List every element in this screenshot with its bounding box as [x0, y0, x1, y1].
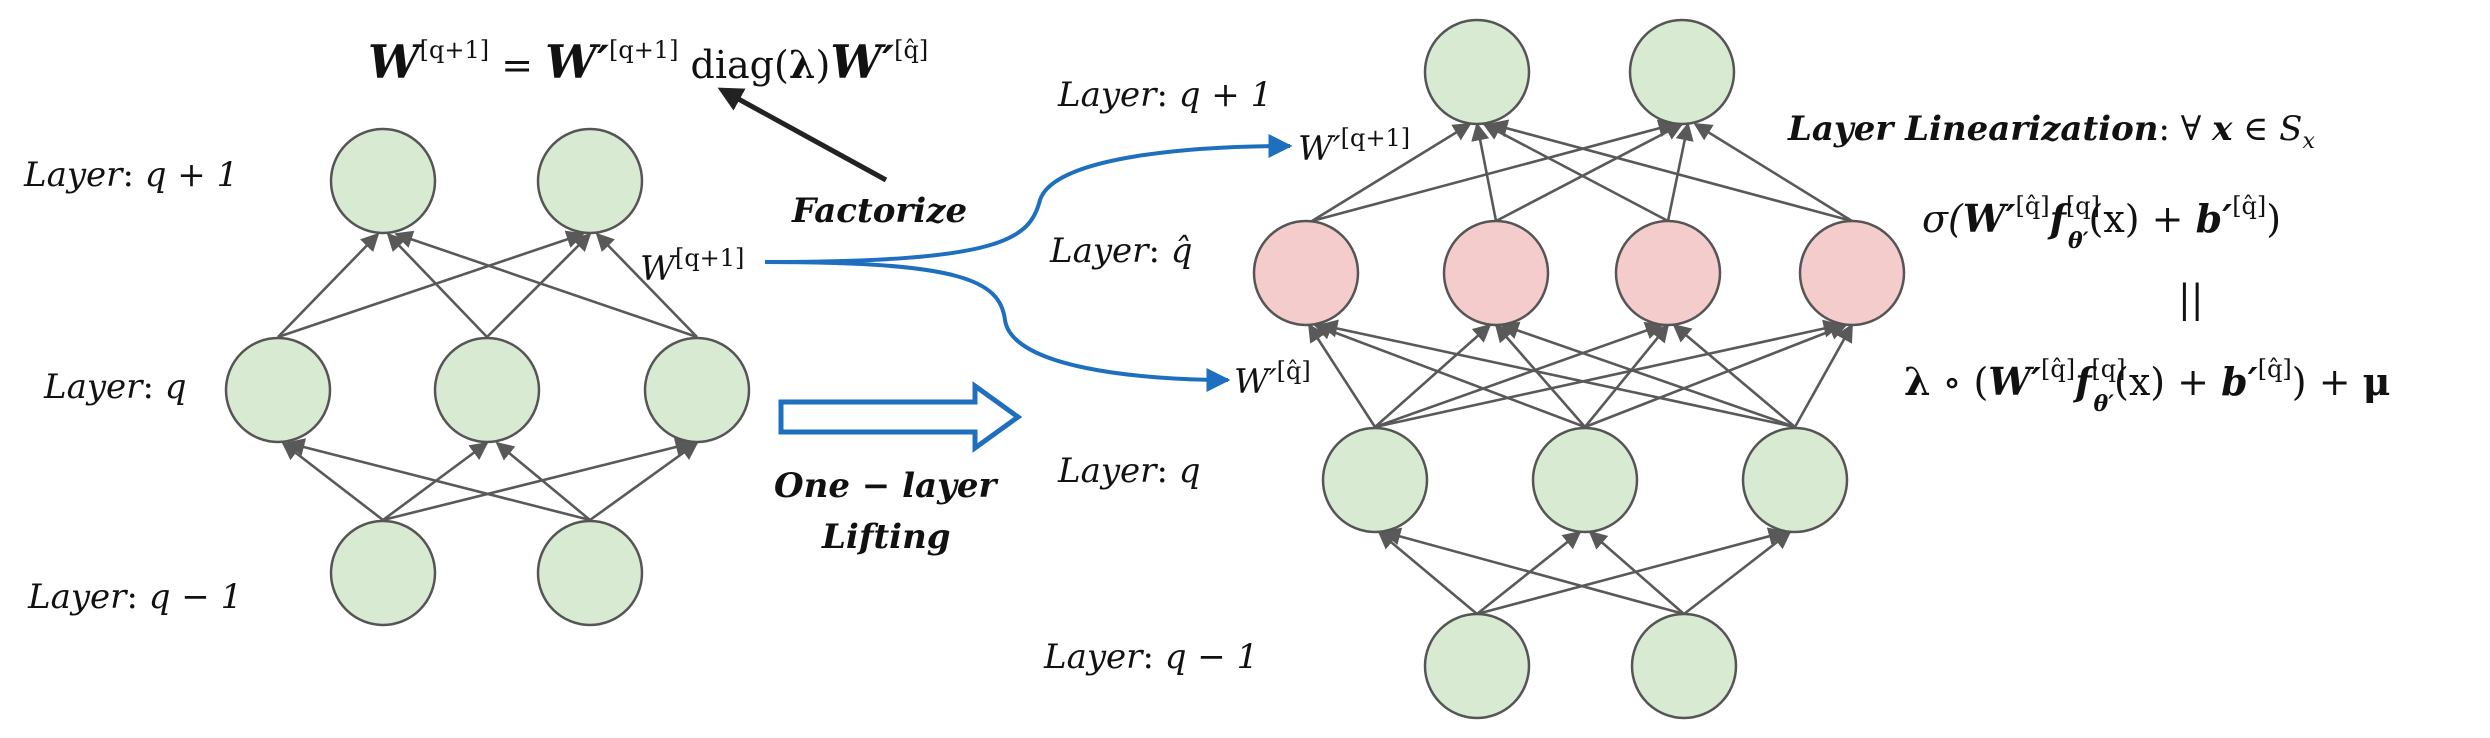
blue-curve-bottom [764, 260, 1231, 392]
linearization-title: Layer Linearization: ∀ x ∈ Sx [1787, 109, 2315, 154]
left-node-bottom-1 [329, 519, 437, 627]
right-label-layer-q-minus-1: Layer: q − 1 [1043, 637, 1258, 677]
right-node-top-1 [1423, 18, 1531, 126]
left-network: Layer: q + 1 Layer: q Layer: q − 1 W[q+1… [23, 127, 751, 627]
left-label-layer-q-minus-1: Layer: q − 1 [27, 577, 242, 617]
linearization-line2: λ ∘ (W′[q̂]f[q]θ′(x) + b′[q̂]) + μ [1904, 355, 2390, 417]
linearization-parallel: || [2178, 277, 2204, 321]
factorize-group: W[q+1] = W′[q+1] diag(λ)W′[q̂] Factorize [368, 35, 967, 231]
left-label-layer-q-plus-1: Layer: q + 1 [23, 155, 238, 195]
right-edges-middle [1307, 319, 1854, 429]
right-edges-bottom [1377, 527, 1792, 616]
right-node-hidden-1 [1252, 219, 1360, 327]
right-edges-top [1311, 119, 1853, 223]
right-label-layer-q-hat: Layer: q̂ [1049, 231, 1192, 271]
right-label-layer-q-plus-1: Layer: q + 1 [1057, 75, 1272, 115]
left-node-mid-1 [224, 336, 332, 444]
factorize-label: Factorize [791, 191, 967, 231]
right-node-bottom-2 [1630, 612, 1738, 720]
right-node-hidden-4 [1798, 219, 1906, 327]
factorize-arrow [717, 87, 888, 183]
lifting-arrow [778, 381, 1023, 453]
right-node-mid-3 [1741, 426, 1849, 534]
right-weight-top-label: W′[q+1] [1298, 124, 1410, 169]
right-weight-mid-label: W′[q̂] [1234, 357, 1311, 402]
right-network: Layer: q + 1 Layer: q̂ Layer: q Layer: q… [1043, 18, 1906, 720]
right-node-hidden-3 [1614, 219, 1722, 327]
right-node-mid-1 [1321, 426, 1429, 534]
left-node-mid-2 [433, 336, 541, 444]
right-node-top-2 [1628, 18, 1736, 126]
lifting-line1: One − layer [774, 466, 998, 506]
right-node-mid-2 [1531, 426, 1639, 534]
right-label-layer-q: Layer: q [1057, 451, 1200, 491]
linearization-line1: σ(W′[q̂]f[q]θ′(x) + b′[q̂]) [1922, 192, 2281, 254]
factorize-equation: W[q+1] = W′[q+1] diag(λ)W′[q̂] [368, 35, 928, 89]
left-node-bottom-2 [536, 519, 644, 627]
blue-curve-top [764, 134, 1293, 264]
right-node-bottom-1 [1423, 612, 1531, 720]
lifting-group: One − layer Lifting [774, 381, 1023, 557]
lifting-line2: Lifting [821, 517, 951, 557]
left-weight-label: W[q+1] [640, 244, 744, 289]
left-node-top-1 [329, 127, 437, 235]
left-edges-bottom [281, 438, 699, 522]
right-node-hidden-2 [1442, 219, 1550, 327]
left-edges-top [277, 230, 698, 339]
left-label-layer-q: Layer: q [43, 367, 186, 407]
linearization-group: Layer Linearization: ∀ x ∈ Sx σ(W′[q̂]f[… [1787, 109, 2390, 417]
left-node-mid-3 [643, 336, 751, 444]
left-node-top-2 [536, 127, 644, 235]
